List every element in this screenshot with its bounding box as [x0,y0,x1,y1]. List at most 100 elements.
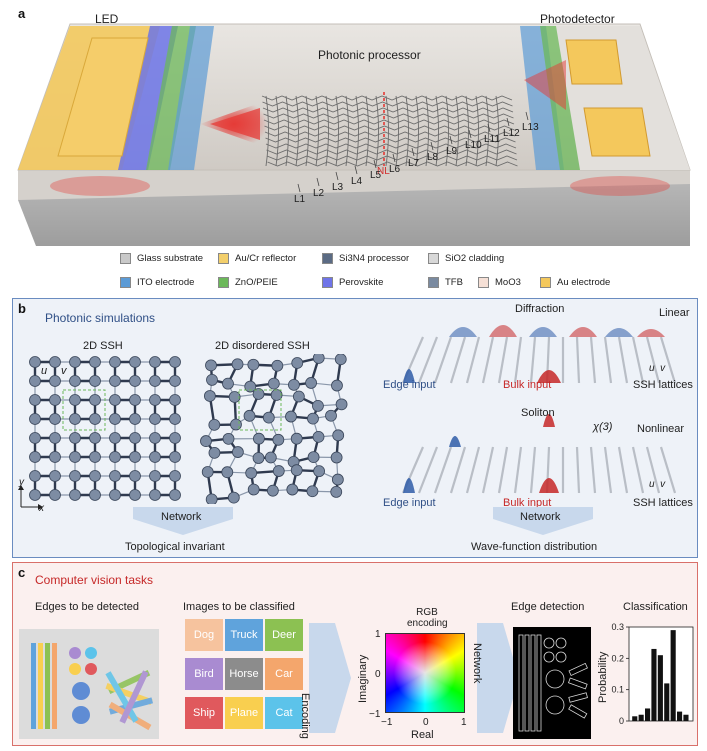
lattice-site [332,429,345,442]
lattice-site [89,375,101,387]
lattice-site [149,451,161,463]
lattice-site [228,391,241,403]
real-axis-label: Real [411,729,434,741]
lattice-site [331,379,343,392]
edges-title: Edges to be detected [35,601,139,613]
wavefunction-label: Wave-function distribution [471,541,598,553]
lattice-site [29,394,41,406]
lattice-site [49,413,61,425]
tick-y-neg1: −1 [369,709,381,720]
lattice-site [49,470,61,482]
lattice-site [200,435,212,447]
network-arrow-right-icon [493,507,593,535]
lattice-site [29,470,41,482]
imaginary-axis-label: Imaginary [357,654,369,703]
lattice-site [266,484,279,497]
layer-label-7: L7 [408,158,420,169]
lattice-site [245,467,258,479]
lattice-site [69,356,81,368]
bar [638,714,644,721]
lattice-site [129,413,141,425]
lattice-site [262,411,275,424]
bar [657,655,663,721]
tile-truck: Truck [225,619,263,651]
lattice-site [227,491,240,504]
encoding-arrow-label: Encoding [299,693,311,739]
lattice-site [129,356,141,368]
axis-arrows-icon [18,485,43,510]
legend-perovskite: Perovskite [322,277,383,288]
lattice-site [169,413,181,425]
bar [651,648,657,721]
lattice-site [247,483,260,496]
lattice-site [205,493,218,504]
tile-ship: Ship [185,697,223,729]
lattice-site [290,464,303,477]
edges-input-image [19,629,159,739]
lattice-site [69,489,81,501]
bar [670,630,676,721]
lattice-site [49,432,61,444]
lattice-site [285,410,297,423]
layer-label-8: L8 [427,152,439,163]
edge-detection-output [513,627,591,739]
diffraction-label: Diffraction [515,303,565,315]
lattice-site [264,451,277,464]
lattice-site [149,432,161,444]
panel-a: a LED Photodetector Photonic processor N… [0,0,707,295]
axis-x-label: x [39,503,44,514]
uv-label-2: u v [649,479,666,490]
nl-label: NL [377,166,390,177]
processor-label: Photonic processor [318,48,421,62]
y-tick-label: 0.3 [611,622,624,632]
u-label: u [41,365,48,377]
lattice-site [109,432,121,444]
layer-label-5: L5 [370,170,382,181]
lattice-site [129,489,141,501]
lattice-site [247,358,260,371]
lattice-site [243,409,256,422]
lattice-site [231,446,244,458]
lattice-site [109,451,121,463]
lattice-site [201,466,214,478]
lattice-site [169,394,181,406]
y-tick-label: 0 [619,716,624,726]
lattice-site [69,432,81,444]
panel-c-label: c [18,565,26,580]
edge-input-2-label: Edge input [383,497,436,509]
layer-label-1: L1 [294,194,306,205]
legend-ito-electrode: ITO electrode [120,277,194,288]
tile-dog: Dog [185,619,223,651]
tile-plane: Plane [225,697,263,729]
lattice-site [169,356,181,368]
tile-bird: Bird [185,658,223,690]
lattice-site [307,412,319,425]
lattice-site [149,470,161,482]
lattice-site [89,413,101,425]
ssh-lattices [29,354,348,504]
ssh-title: 2D SSH [83,340,123,352]
photodetector-label: Photodetector [540,12,615,26]
lattice-site [89,394,101,406]
lattice-site [49,394,61,406]
lattice-site [272,433,285,446]
lattice-site [270,389,283,401]
lattice-site [169,489,181,501]
bulk-input-1-label: Bulk input [503,379,552,391]
lattice-site [205,359,217,372]
layer-label-9: L9 [446,146,458,157]
rgb-encoding-map [385,633,465,713]
tile-cat: Cat [265,697,303,729]
chi3-label: χ(3) [593,421,613,433]
lattice-site [252,388,265,400]
lattice-site [29,451,41,463]
lattice-site [312,354,325,364]
edge-input-1-label: Edge input [383,379,436,391]
classification-chart: 00.10.20.3 [611,622,694,726]
layer-label-2: L2 [313,188,325,199]
lattice-site [307,451,320,464]
lattice-site [169,451,181,463]
linear-label: Linear [659,307,690,319]
waveguide-arrays [401,325,677,494]
lattice-site [331,473,344,486]
